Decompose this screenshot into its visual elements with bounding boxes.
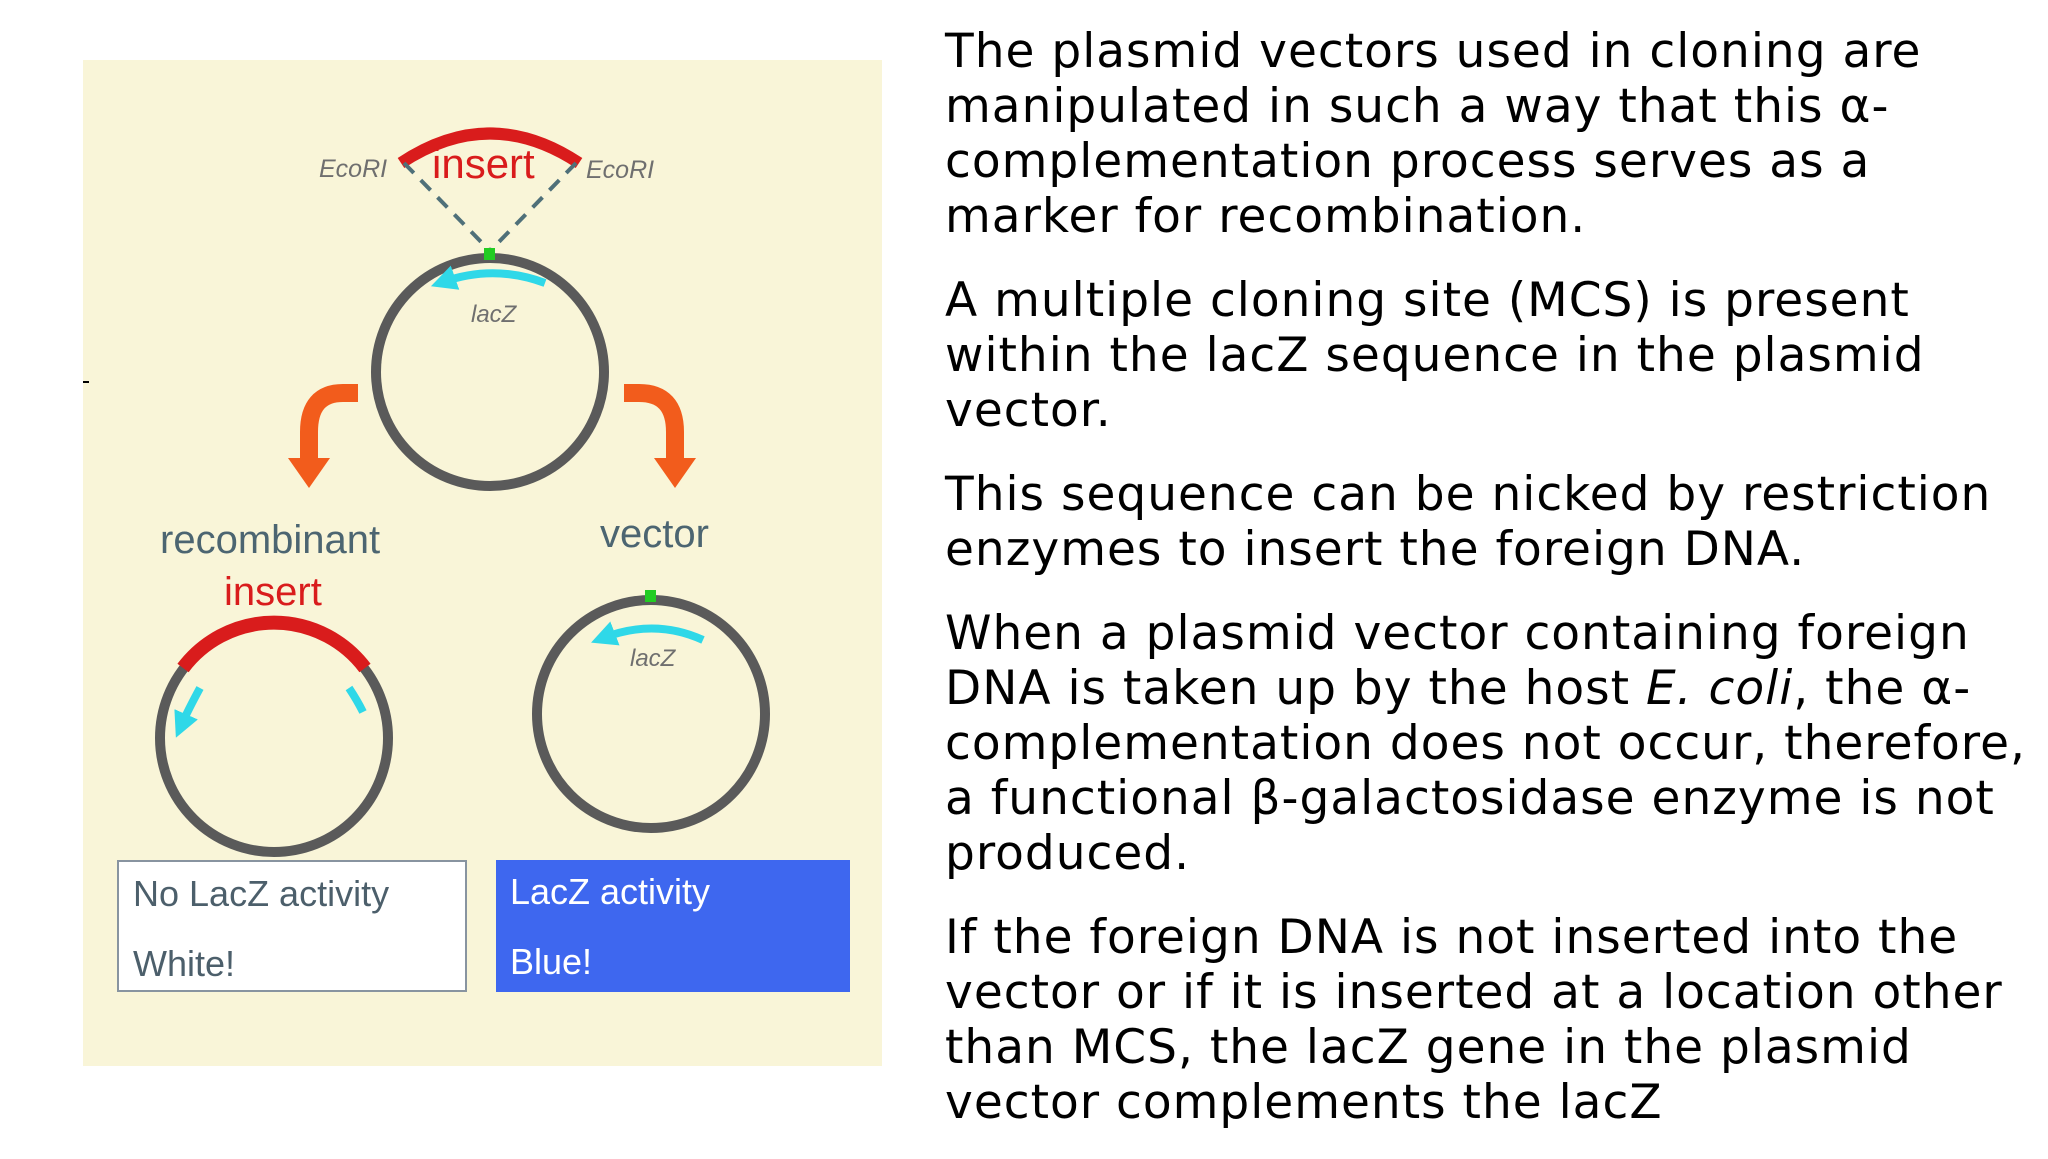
diagram-graphics bbox=[155, 127, 770, 857]
paragraph-4: When a plasmid vector containing foreign… bbox=[945, 606, 2045, 881]
no-lacz-activity-box: No LacZ activity White! bbox=[117, 860, 467, 992]
ecori-label-left: EcoRI bbox=[319, 155, 388, 183]
lacz-arc-vector bbox=[591, 621, 705, 646]
arrow-to-vector bbox=[624, 384, 696, 488]
insert-label-top: insert bbox=[432, 140, 535, 187]
lacz-label-top: lacZ bbox=[471, 301, 517, 328]
white-result-text: White! bbox=[133, 943, 236, 984]
blue-result-text: Blue! bbox=[510, 941, 593, 982]
insert-arc-recombinant bbox=[177, 615, 371, 673]
paragraph-2: A multiple cloning site (MCS) is present… bbox=[945, 273, 1925, 438]
recombinant-label: recombinant bbox=[160, 518, 381, 562]
insert-arc-top bbox=[397, 127, 583, 169]
lacz-activity-text: LacZ activity bbox=[510, 871, 711, 912]
lacz-activity-box: LacZ activity Blue! bbox=[496, 860, 850, 992]
lacz-cloning-diagram: EcoRI insert EcoRI lacZ recombinant inse… bbox=[83, 60, 882, 1066]
mcs-site-marker-vector bbox=[645, 590, 656, 602]
vector-label: vector bbox=[600, 512, 709, 556]
lacz-arc-top bbox=[430, 265, 547, 290]
paragraph-1: The plasmid vectors used in cloning are … bbox=[945, 24, 1922, 244]
paragraph-4-end: , the α-complementation does not occur, … bbox=[945, 661, 2026, 881]
ecori-label-right: EcoRI bbox=[586, 156, 655, 184]
lacz-fragment-left bbox=[174, 686, 204, 738]
paragraph-3: This sequence can be nicked by restricti… bbox=[945, 467, 1992, 577]
lacz-fragment-right bbox=[345, 685, 367, 714]
arrow-to-recombinant bbox=[288, 384, 358, 488]
mcs-site-marker-top bbox=[484, 248, 495, 260]
plasmid-top bbox=[371, 253, 609, 491]
paragraph-5: If the foreign DNA is not inserted into … bbox=[945, 910, 2003, 1130]
insert-label-recombinant: insert bbox=[224, 570, 322, 614]
paragraph-4-start: When a plasmid vector containing foreign… bbox=[945, 606, 1970, 716]
paragraph-4-organism: E. coli bbox=[1645, 661, 1794, 716]
lacz-label-vector: lacZ bbox=[630, 645, 676, 672]
plasmid-vector bbox=[532, 595, 770, 833]
dashed-line-right bbox=[488, 161, 578, 253]
no-lacz-activity-text: No LacZ activity bbox=[133, 873, 390, 914]
stray-mark bbox=[83, 381, 89, 383]
dashed-line-left bbox=[402, 161, 492, 253]
explanation-text: The plasmid vectors used in cloning are … bbox=[945, 24, 2045, 1159]
